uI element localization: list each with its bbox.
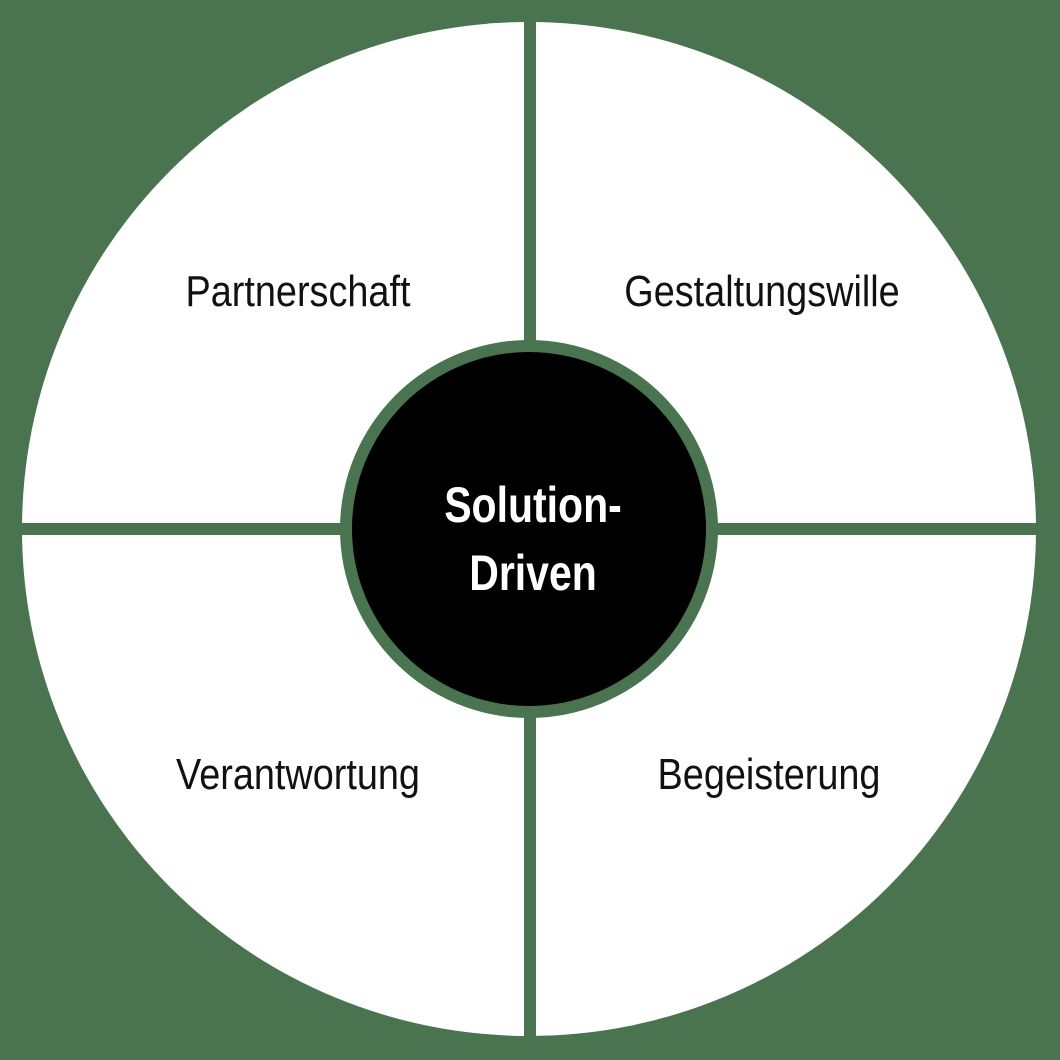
quadrant-label-partnerschaft: Partnerschaft (186, 266, 411, 315)
center-circle (352, 352, 706, 706)
quadrant-label-verantwortung: Verantwortung (176, 749, 420, 798)
center-label-line1: Solution- (444, 477, 622, 533)
center-label-line2: Driven (469, 545, 597, 601)
quadrant-label-gestaltungswille: Gestaltungswille (624, 266, 899, 315)
quadrant-label-begeisterung: Begeisterung (658, 749, 881, 798)
